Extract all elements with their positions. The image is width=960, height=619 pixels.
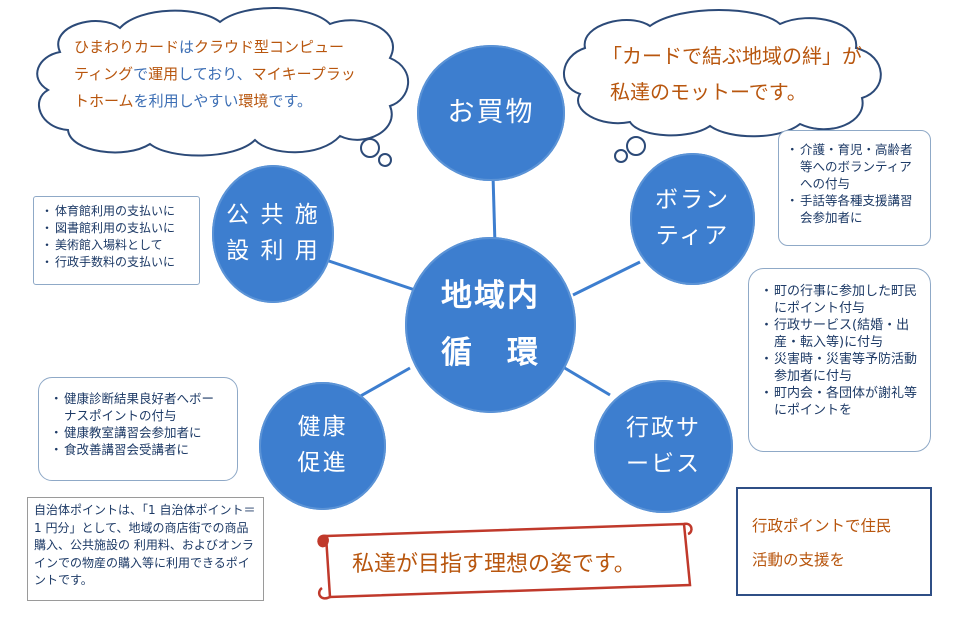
node-volunteer[interactable]: ボラン ティア	[630, 153, 755, 285]
node-health-line1: 健康	[297, 414, 348, 441]
admin-note-item: 行政サービス(結婚・出産・転入等)に付与	[760, 317, 918, 351]
points-note-box: 自治体ポイントは、「1 自治体ポイント＝1 円分」として、地域の商店街での商品購…	[27, 497, 264, 601]
banner-text: 私達が目指す理想の姿です。	[352, 552, 636, 577]
admin-points-line1: 行政ポイントで住民	[752, 517, 892, 535]
admin-note-item: 災害時・災害等予防活動参加者に付与	[760, 351, 918, 385]
cloud-left-segment: を利用しやすい	[133, 92, 239, 110]
connector-volunteer	[572, 260, 641, 297]
hub-circle[interactable]: 地域内 循 環	[405, 237, 576, 413]
cloud-left-segment: 運用	[148, 65, 179, 83]
connector-shopping	[491, 174, 497, 246]
node-shopping-label: お買物	[447, 97, 535, 129]
hub-line2: 循 環	[441, 335, 540, 371]
health-note-item: 食改善講習会受講者に	[50, 441, 225, 458]
points-note-text: 自治体ポイントは、「1 自治体ポイント＝1 円分」として、地域の商店街での商品購…	[34, 503, 256, 587]
connector-facility	[319, 256, 416, 292]
cloud-right-text: 「カードで結ぶ地域の絆」が 私達のモットーです。	[602, 38, 862, 110]
facility-notes-list: 体育館利用の支払いに図書館利用の支払いに美術館入場料として行政手数料の支払いに	[41, 203, 191, 271]
cloud-left-line: ひまわりカードはクラウド型コンピュー	[74, 34, 356, 61]
cloud-left-segment: は	[179, 38, 195, 56]
node-health-line2: 促進	[297, 450, 348, 476]
health-notes-box: 健康診断結果良好者へボーナスポイントの付与健康教室講習会参加者に食改善講習会受講…	[38, 377, 238, 481]
volunteer-note-item: 手話等各種支援講習会参加者に	[786, 192, 922, 226]
cloud-right-line1: 「カードで結ぶ地域の絆」が	[602, 44, 862, 68]
node-admin-line1: 行政サ	[626, 414, 701, 441]
cloud-left-segment: ひまわりカード	[74, 38, 180, 56]
admin-notes-list: 町の行事に参加した町民にポイント付与行政サービス(結婚・出産・転入等)に付与災害…	[760, 283, 918, 419]
node-facility[interactable]: 公 共 施 設 利 用	[212, 165, 334, 303]
node-facility-line1: 公 共 施	[226, 202, 320, 229]
volunteer-notes-list: 介護・育児・高齢者等へのボランティアへの付与手話等各種支援講習会参加者に	[786, 141, 922, 226]
node-shopping[interactable]: お買物	[417, 45, 565, 181]
cloud-left-segment: ティング	[74, 65, 134, 83]
cloud-left-line: ティングで運用しており、マイキープラッ	[74, 61, 356, 88]
cloud-left-segment: で	[133, 65, 149, 83]
cloud-left-segment: トホーム	[74, 92, 134, 110]
admin-notes-box: 町の行事に参加した町民にポイント付与行政サービス(結婚・出産・転入等)に付与災害…	[748, 268, 931, 452]
cloud-left-line: トホームを利用しやすい環境です。	[74, 88, 356, 115]
facility-note-item: 美術館入場料として	[41, 237, 191, 254]
health-notes-list: 健康診断結果良好者へボーナスポイントの付与健康教室講習会参加者に食改善講習会受講…	[50, 390, 225, 458]
volunteer-notes-box: 介護・育児・高齢者等へのボランティアへの付与手話等各種支援講習会参加者に	[778, 130, 931, 246]
admin-note-item: 町の行事に参加した町民にポイント付与	[760, 283, 918, 317]
facility-note-item: 図書館利用の支払いに	[41, 220, 191, 237]
banner-scroll-shape	[317, 522, 693, 600]
cloud-left-segment: クラウド型コンピュー	[194, 38, 345, 56]
node-admin[interactable]: 行政サ ービス	[594, 380, 733, 513]
cloud-left-segment: です。	[268, 92, 312, 110]
health-note-item: 健康教室講習会参加者に	[50, 424, 225, 441]
admin-points-line2: 活動の支援を	[752, 551, 846, 569]
cloud-left-segment: しており、	[178, 65, 252, 83]
facility-note-item: 行政手数料の支払いに	[41, 254, 191, 271]
cloud-left-segment: 環境	[238, 92, 269, 110]
node-volunteer-line1: ボラン	[655, 187, 730, 214]
hub-line1: 地域内	[441, 277, 540, 314]
node-admin-line2: ービス	[626, 450, 701, 477]
volunteer-note-item: 介護・育児・高齢者等へのボランティアへの付与	[786, 141, 922, 192]
node-health[interactable]: 健康 促進	[259, 382, 386, 510]
cloud-left-shape	[36, 7, 409, 167]
connector-health	[356, 366, 411, 400]
facility-notes-box: 体育館利用の支払いに図書館利用の支払いに美術館入場料として行政手数料の支払いに	[33, 196, 200, 285]
connector-admin	[562, 365, 611, 397]
node-facility-line2: 設 利 用	[226, 238, 320, 264]
node-volunteer-line2: ティア	[655, 223, 730, 249]
cloud-right-shape	[563, 9, 882, 163]
cloud-left-text: ひまわりカードはクラウド型コンピューティングで運用しており、マイキープラットホー…	[74, 34, 356, 115]
admin-points-box: 行政ポイントで住民 活動の支援を	[736, 487, 932, 596]
facility-note-item: 体育館利用の支払いに	[41, 203, 191, 220]
cloud-right-line2: 私達のモットーです。	[610, 80, 807, 104]
cloud-left-segment: マイキープラッ	[251, 65, 356, 83]
admin-note-item: 町内会・各団体が謝礼等にポイントを	[760, 385, 918, 419]
health-note-item: 健康診断結果良好者へボーナスポイントの付与	[50, 390, 225, 424]
